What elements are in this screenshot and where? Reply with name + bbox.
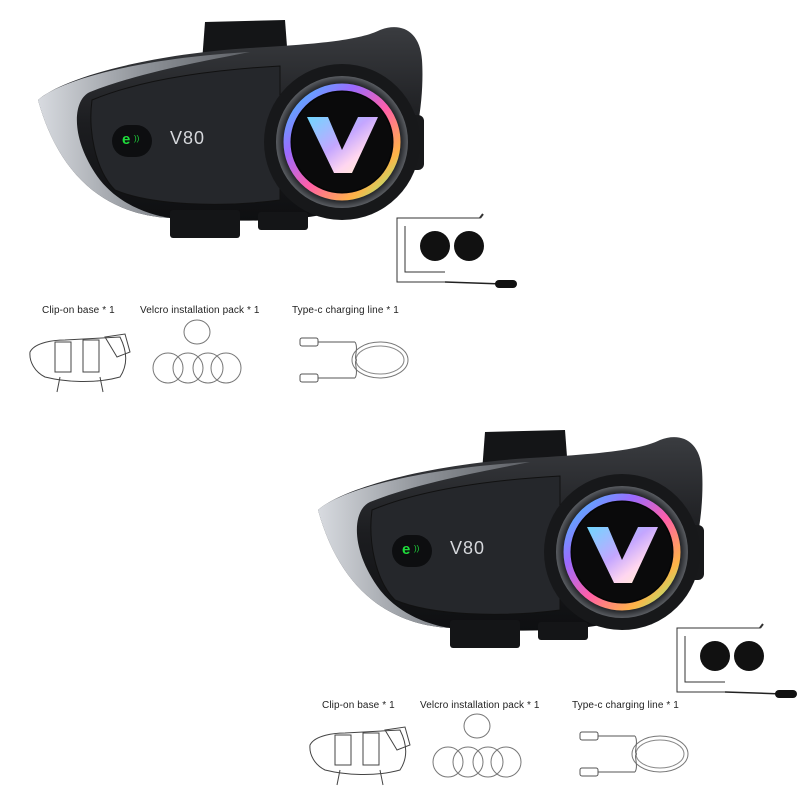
velcro-pack-image: [432, 713, 522, 778]
product-kit-top: e )) V80 Clip-on base * 1 Velcro install…: [20, 0, 540, 400]
usb-c-cable-icon: [299, 337, 409, 383]
intercom-device-image: [318, 430, 704, 648]
clip-base-label: Clip-on base * 1: [42, 305, 115, 316]
microphone-icon: [775, 690, 797, 698]
v-logo-icon: [587, 527, 658, 583]
product-kit-bottom: e )) V80 Clip-on base * 1 Velcro install…: [300, 410, 800, 810]
charging-label: Type-c charging line * 1: [292, 305, 399, 316]
speaker-icon: [454, 231, 484, 261]
headset-diagram: [676, 623, 797, 698]
speaker-icon: [420, 231, 450, 261]
clip-base-image: [309, 726, 411, 786]
call-button-icon: e: [122, 131, 131, 148]
intercom-device-image: [38, 20, 424, 238]
headset-diagram: [396, 213, 517, 288]
microphone-icon: [495, 280, 517, 288]
call-button-icon: e: [402, 541, 411, 558]
usb-c-cable-icon: [579, 731, 689, 777]
speaker-icon: [700, 641, 730, 671]
clip-base-image: [29, 333, 131, 393]
call-button: e )): [112, 125, 152, 157]
velcro-label: Velcro installation pack * 1: [140, 305, 260, 316]
velcro-label: Velcro installation pack * 1: [420, 700, 540, 711]
call-button: e )): [392, 535, 432, 567]
speaker-icon: [734, 641, 764, 671]
v-logo-icon: [307, 117, 378, 173]
model-label: V80: [450, 538, 486, 558]
charging-label: Type-c charging line * 1: [572, 700, 679, 711]
model-label: V80: [170, 128, 206, 148]
clip-base-label: Clip-on base * 1: [322, 700, 395, 711]
velcro-pack-image: [152, 319, 242, 384]
